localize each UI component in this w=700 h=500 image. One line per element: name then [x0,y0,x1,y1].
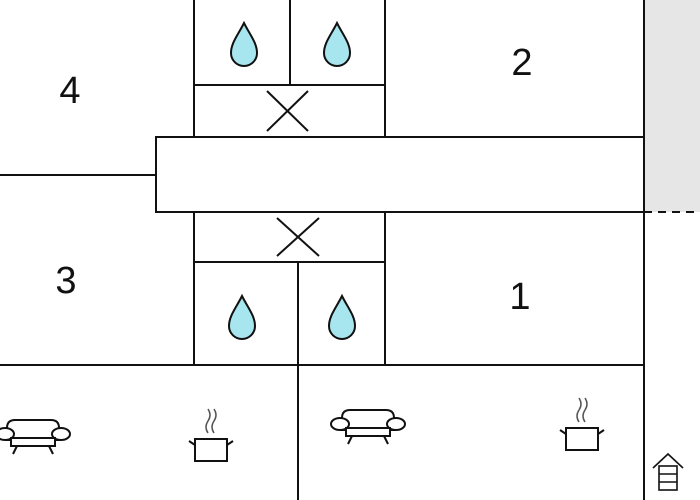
sofa-icon [330,409,406,445]
room-number-2: 2 [511,42,532,84]
toilet-cross-icon [276,217,320,257]
sofa-icon [0,419,71,455]
room-number-4: 4 [59,70,80,112]
staircase-icon [652,452,684,491]
shaded-area [644,0,700,212]
cooking-pot-icon [559,397,605,451]
water-drop-icon [328,295,356,340]
room-number-1: 1 [509,276,530,318]
walls [0,0,645,500]
toilet-cross-icon [266,90,309,132]
water-drop-icon [230,22,258,67]
water-drop-icon [323,22,351,67]
room-number-3: 3 [55,260,76,302]
water-drop-icon [228,295,256,340]
cooking-pot-icon [188,408,234,462]
